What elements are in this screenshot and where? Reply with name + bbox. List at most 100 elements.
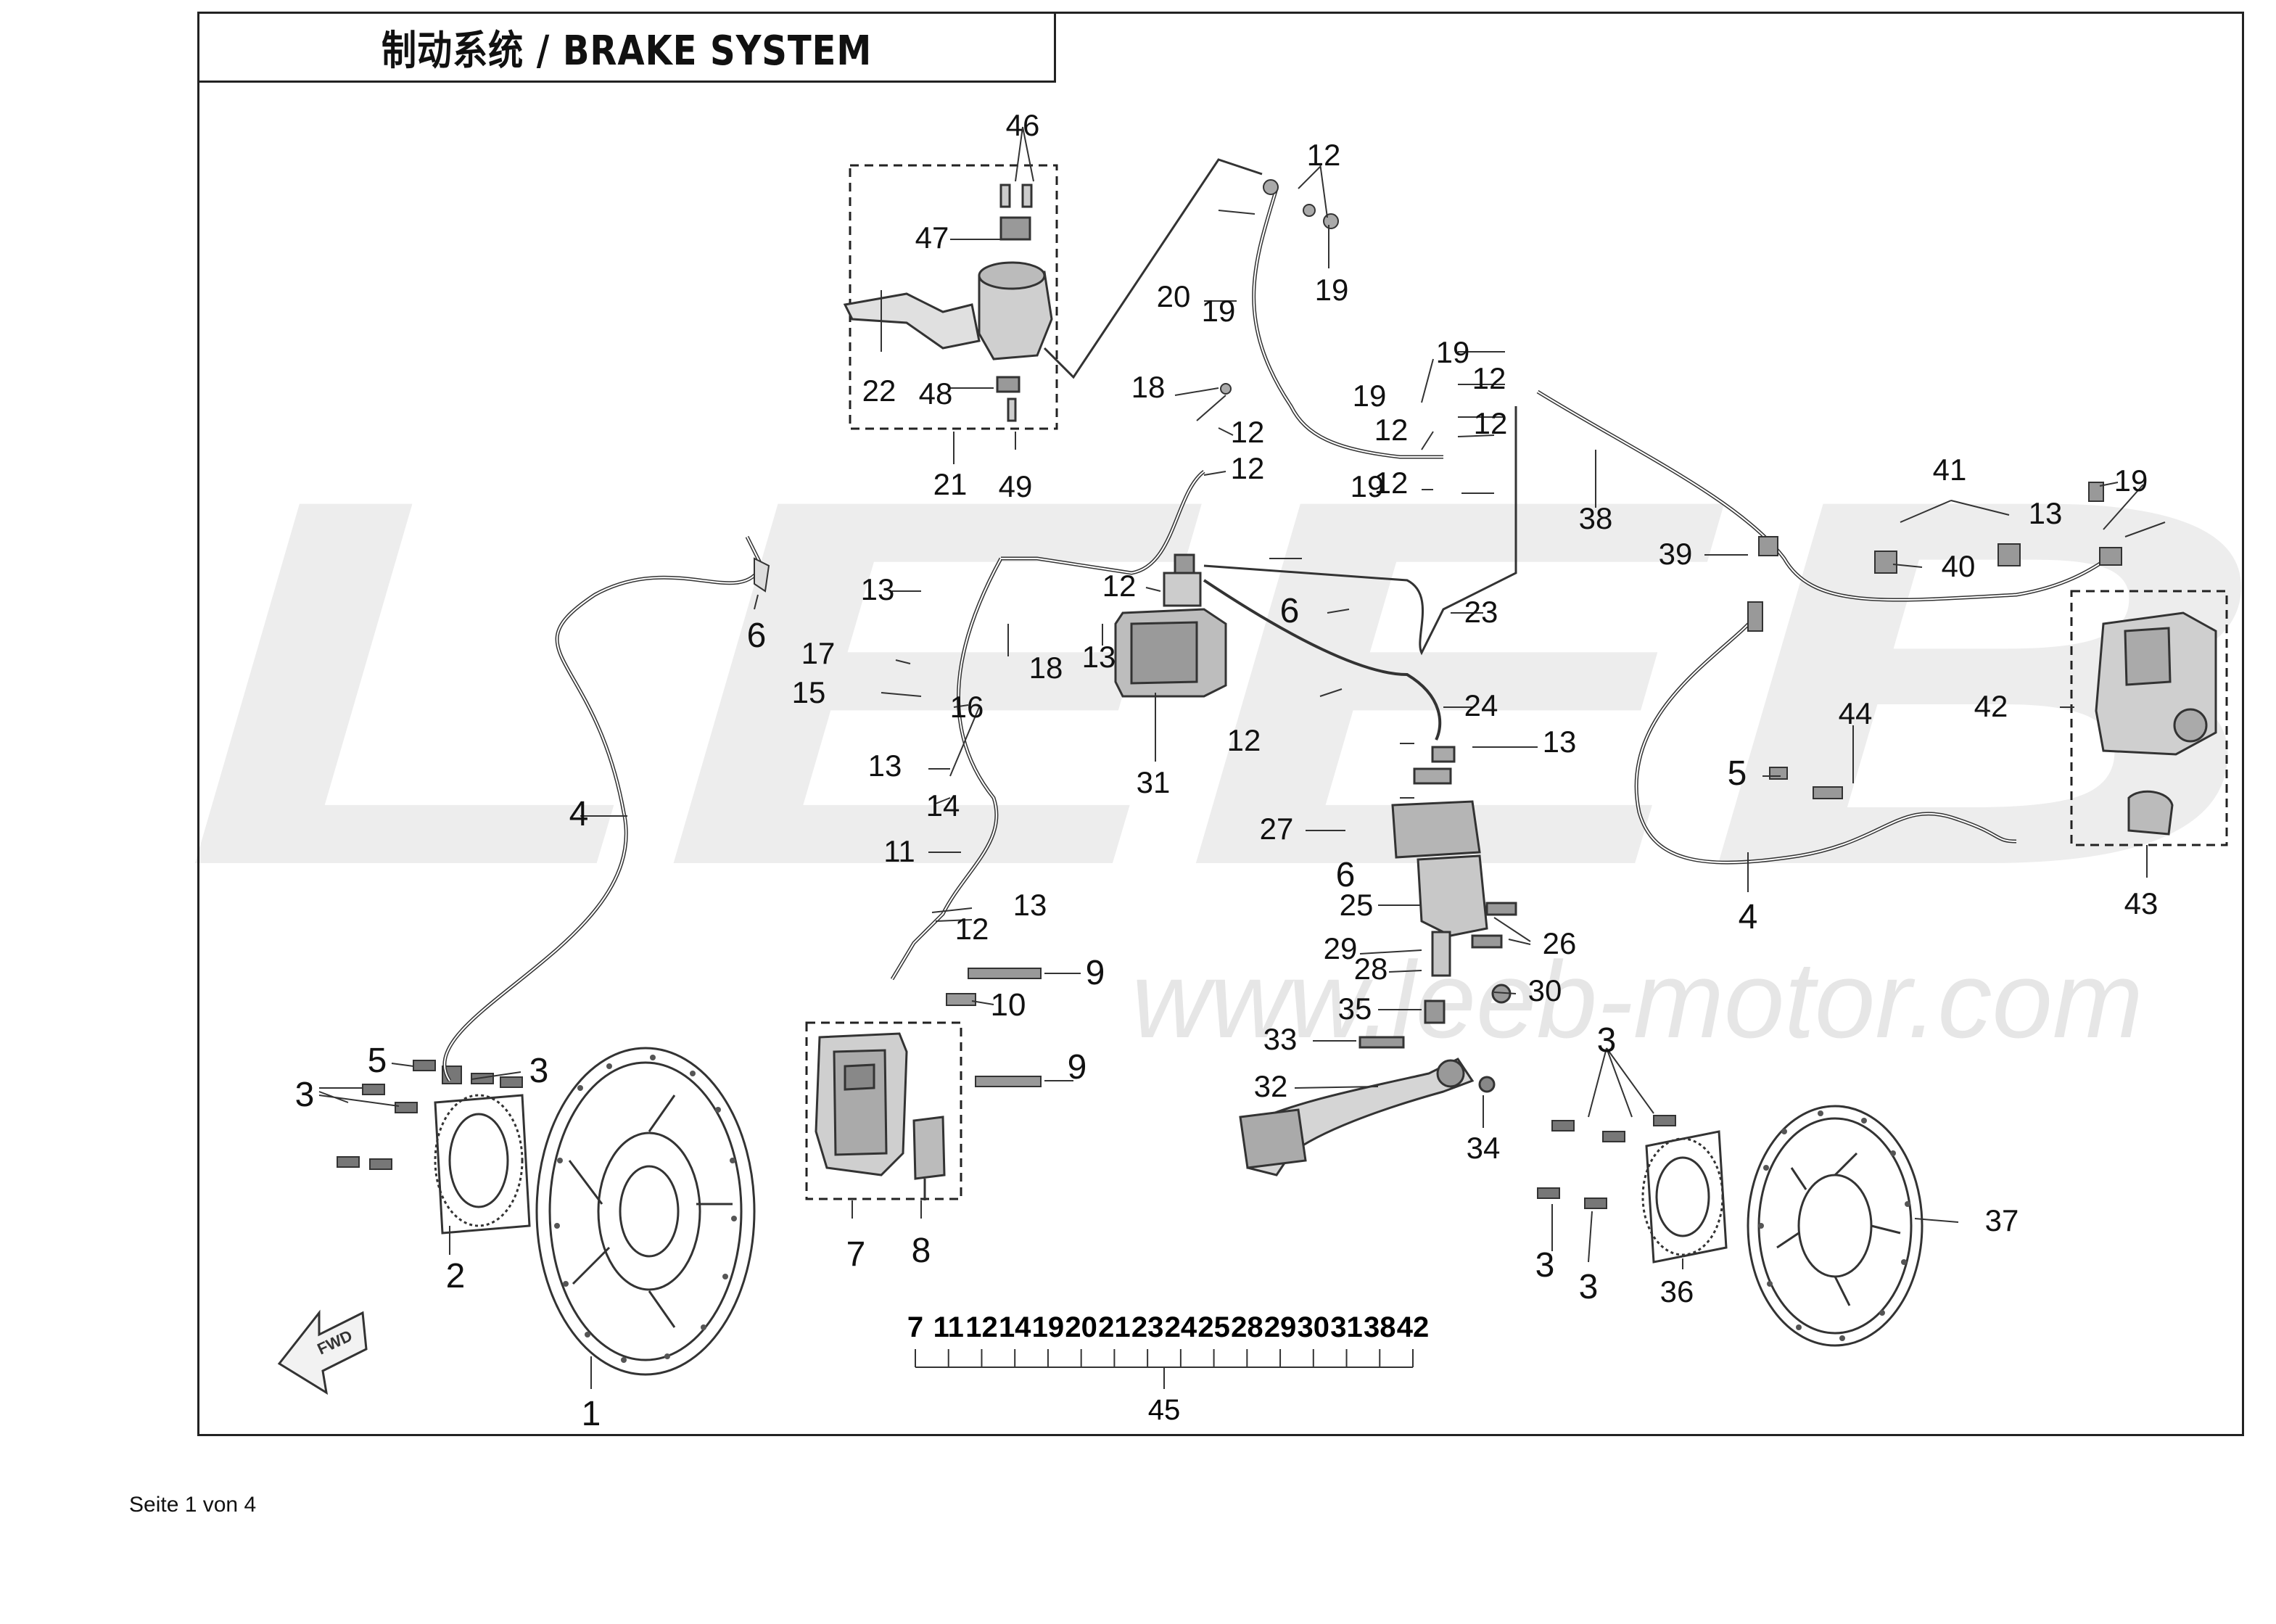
callout-19: 19: [1351, 469, 1385, 503]
callout-22: 22: [862, 374, 896, 408]
page-footer: Seite 1 von 4: [129, 1493, 257, 1517]
callout-40: 40: [1942, 549, 1976, 583]
brake-line-master: [1043, 158, 1263, 379]
callout-19: 19: [1353, 379, 1387, 413]
diagram-frame: [197, 12, 2244, 1436]
kit-member-25: 25: [1197, 1311, 1230, 1343]
front-master-cylinder: [843, 184, 1053, 422]
callout-3: 3: [295, 1076, 315, 1114]
fwd-arrow-icon: [277, 1309, 368, 1396]
kit-member-23: 23: [1131, 1311, 1164, 1343]
callout-49: 49: [999, 469, 1033, 503]
callout-7: 7: [846, 1235, 866, 1274]
kit-member-28: 28: [1231, 1311, 1263, 1343]
rear-master-cylinder: [1391, 746, 1517, 1024]
callout-12: 12: [1231, 451, 1265, 485]
callout-39: 39: [1659, 537, 1693, 571]
kit-member-24: 24: [1165, 1311, 1197, 1343]
kit-member-30: 30: [1298, 1311, 1330, 1343]
kit-member-21: 21: [1098, 1311, 1131, 1343]
callout-13: 13: [868, 749, 902, 783]
tone-ring-front: [434, 1094, 531, 1235]
callout-12: 12: [1231, 415, 1265, 449]
caliper-front-box: [805, 1021, 962, 1200]
brake-line-24: [1203, 579, 1442, 741]
callout-28: 28: [1354, 952, 1388, 986]
kit-member-7: 7: [907, 1311, 923, 1343]
callout-35: 35: [1338, 992, 1372, 1026]
callout-3: 3: [1535, 1246, 1555, 1285]
callout-19: 19: [1436, 335, 1470, 369]
callout-46: 46: [1006, 108, 1040, 142]
callout-12: 12: [955, 912, 989, 946]
callout-41: 41: [1933, 453, 1967, 487]
callout-12: 12: [1374, 413, 1409, 447]
brake-line-23: [1203, 406, 1517, 656]
watermark: LEEB www.leeb-motor.com: [181, 390, 2270, 1060]
callout-48: 48: [919, 376, 953, 411]
callout-15: 15: [792, 675, 826, 709]
callout-3: 3: [1579, 1268, 1599, 1306]
callout-13: 13: [1013, 888, 1047, 922]
callout-11: 11: [883, 834, 915, 868]
abs-sensor-cable-front-inner: [443, 536, 763, 1081]
callout-47: 47: [915, 220, 949, 255]
front-master-cylinder-box: [849, 164, 1058, 430]
callout-13: 13: [1543, 725, 1577, 759]
callout-16: 16: [950, 690, 984, 724]
callout-9: 9: [1086, 954, 1105, 992]
callout-4: 4: [569, 795, 589, 833]
callout-1: 1: [582, 1395, 601, 1433]
callout-5: 5: [368, 1042, 387, 1080]
brake-hose-14-inner: [891, 558, 1002, 980]
callout-42: 42: [1974, 689, 2008, 723]
callout-13: 13: [1082, 640, 1116, 674]
disc-bolts-front: [337, 1060, 523, 1170]
callout-26: 26: [1543, 926, 1577, 960]
callout-12: 12: [1102, 569, 1137, 603]
callout-38: 38: [1579, 501, 1613, 535]
callout-19: 19: [2114, 463, 2148, 498]
callout-8: 8: [912, 1232, 931, 1270]
callout-4: 4: [1739, 898, 1758, 936]
callout-25: 25: [1340, 888, 1374, 922]
kit-member-20: 20: [1065, 1311, 1097, 1343]
abs-modulator: [1114, 553, 1227, 698]
caliper-bolts: [946, 968, 1042, 1087]
callout-18: 18: [1131, 370, 1166, 404]
kit-label: 45: [1148, 1394, 1181, 1426]
callout-17: 17: [801, 636, 836, 670]
callout-12: 12: [1227, 723, 1261, 757]
caliper-rear: [2095, 611, 2217, 756]
callout-20: 20: [1157, 279, 1191, 313]
kit-member-42: 42: [1397, 1311, 1430, 1343]
caliper-rear-box: [2070, 590, 2228, 846]
caliper-front: [815, 1032, 908, 1176]
callout-23: 23: [1464, 595, 1498, 629]
callout-37: 37: [1985, 1203, 2019, 1237]
callout-34: 34: [1467, 1131, 1501, 1165]
callout-9: 9: [1068, 1048, 1087, 1087]
callout-44: 44: [1839, 696, 1873, 730]
callout-5: 5: [1728, 754, 1747, 793]
callout-13: 13: [2029, 496, 2063, 530]
brake-pedal: [1239, 1036, 1496, 1176]
callout-13: 13: [861, 572, 895, 606]
clips-40: [1758, 482, 2122, 574]
disc-holes-left: [554, 1055, 737, 1363]
kit-member-19: 19: [1032, 1311, 1065, 1343]
callout-27: 27: [1260, 812, 1294, 846]
callout-6: 6: [1336, 856, 1356, 894]
kit-member-12: 12: [965, 1311, 998, 1343]
callout-32: 32: [1254, 1069, 1288, 1103]
callout-31: 31: [1137, 765, 1171, 799]
kit-member-14: 14: [999, 1311, 1031, 1343]
tone-ring-rear: [1641, 1130, 1728, 1264]
callout-12: 12: [1374, 466, 1409, 500]
callout-6: 6: [747, 617, 767, 655]
callout-18: 18: [1029, 651, 1063, 685]
brake-pad-rear: [2127, 790, 2174, 836]
